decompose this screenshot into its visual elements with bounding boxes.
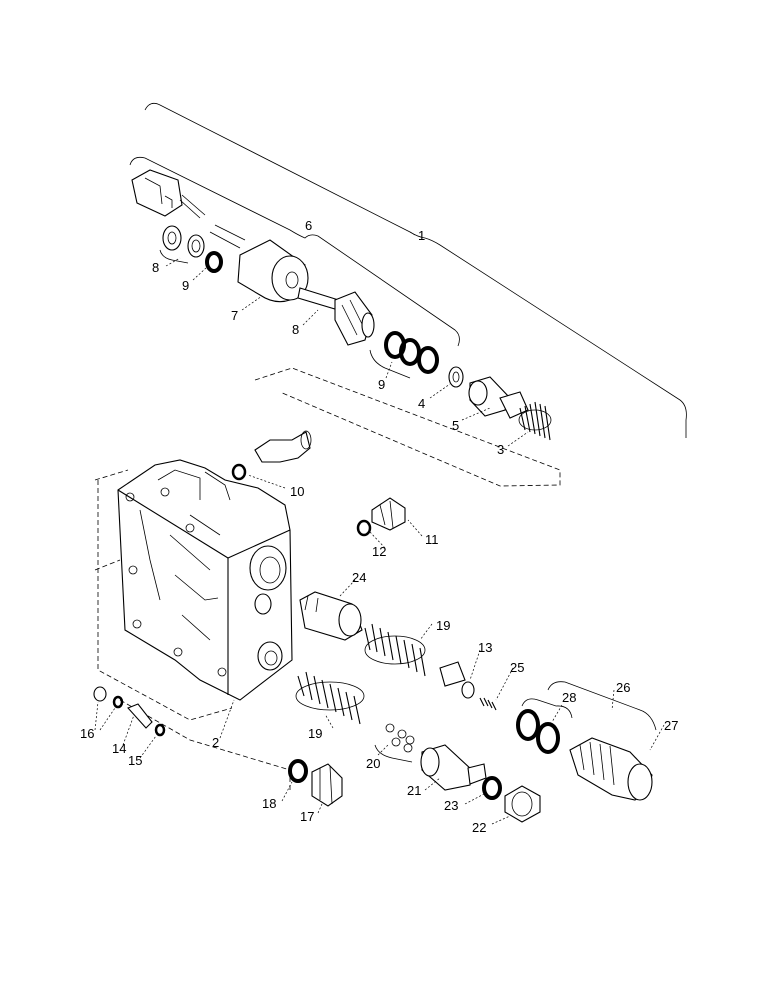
envelope-spool — [94, 469, 129, 481]
label-25: 25 — [510, 660, 524, 675]
plug-11-part — [371, 497, 406, 531]
label-11: 11 — [425, 532, 439, 547]
plug-16-part — [93, 686, 107, 702]
o-ring-15 — [154, 723, 166, 737]
spring-25-part — [479, 697, 497, 711]
label-3: 3 — [497, 442, 504, 457]
label-20: 20 — [366, 756, 380, 771]
bracket-8-upper — [159, 249, 189, 264]
label-1: 1 — [418, 228, 425, 243]
solenoid-stem-part — [297, 287, 375, 346]
label-21: 21 — [407, 783, 421, 798]
label-13: 13 — [478, 640, 492, 655]
plug-17-part — [311, 763, 343, 807]
spool-5-part — [468, 376, 529, 419]
bracket-1 — [144, 102, 687, 438]
label-15: 15 — [128, 753, 142, 768]
o-ring-18 — [288, 759, 308, 783]
washer-4 — [448, 366, 464, 388]
label-8-upper: 8 — [152, 260, 159, 275]
label-18: 18 — [262, 796, 276, 811]
bracket-26 — [547, 681, 657, 731]
o-ring-10 — [231, 463, 247, 481]
label-22: 22 — [472, 820, 486, 835]
valve-body-2 — [117, 459, 293, 701]
envelope-left2 — [94, 559, 121, 571]
plate-20-part — [385, 723, 415, 753]
cap-27-part — [569, 737, 653, 801]
pin-13-part — [439, 661, 475, 699]
o-ring-28-a — [516, 709, 540, 741]
o-ring-28-b — [536, 722, 560, 754]
bracket-9-lower — [369, 349, 411, 379]
solenoid-coil-part — [209, 224, 309, 303]
spring-19-lower-part — [295, 671, 365, 725]
bracket-28 — [521, 698, 573, 719]
o-ring-12 — [356, 519, 372, 537]
o-ring-23 — [482, 776, 502, 800]
envelope-left — [97, 480, 233, 721]
envelope-solenoid — [254, 367, 561, 487]
bracket-6 — [129, 156, 460, 347]
label-27: 27 — [664, 718, 678, 733]
label-16: 16 — [80, 726, 94, 741]
label-4: 4 — [418, 396, 425, 411]
label-9-lower: 9 — [378, 377, 385, 392]
label-28: 28 — [562, 690, 576, 705]
spring-3-part — [518, 401, 552, 441]
envelope-bottom — [119, 699, 291, 790]
label-5: 5 — [452, 418, 459, 433]
connector-part — [131, 169, 206, 219]
label-14: 14 — [112, 741, 126, 756]
fitting-10-part — [254, 430, 312, 463]
nut-part — [162, 225, 205, 258]
plug-22-part — [504, 785, 541, 823]
o-ring-9-lower-c — [417, 346, 439, 374]
leader-lines — [94, 231, 665, 825]
label-19-upper: 19 — [436, 618, 450, 633]
label-26: 26 — [616, 680, 630, 695]
spool-24-part — [299, 591, 363, 641]
label-7: 7 — [231, 308, 238, 323]
label-6: 6 — [305, 218, 312, 233]
label-9-upper: 9 — [182, 278, 189, 293]
label-2: 2 — [212, 735, 219, 750]
label-8-lower: 8 — [292, 322, 299, 337]
o-ring-9-upper — [205, 251, 223, 273]
bracket-20 — [374, 744, 413, 763]
piston-21-part — [420, 744, 487, 791]
label-19-lower: 19 — [308, 726, 322, 741]
label-12: 12 — [372, 544, 386, 559]
spring-19-upper-part — [364, 623, 426, 677]
label-24: 24 — [352, 570, 366, 585]
callout-labels: 1 6 8 9 7 8 9 4 5 3 10 11 12 24 19 13 25… — [80, 218, 678, 835]
label-17: 17 — [300, 809, 314, 824]
label-10: 10 — [290, 484, 304, 499]
label-23: 23 — [444, 798, 458, 813]
jet-14-part — [127, 703, 153, 729]
o-ring-16 — [112, 695, 124, 709]
